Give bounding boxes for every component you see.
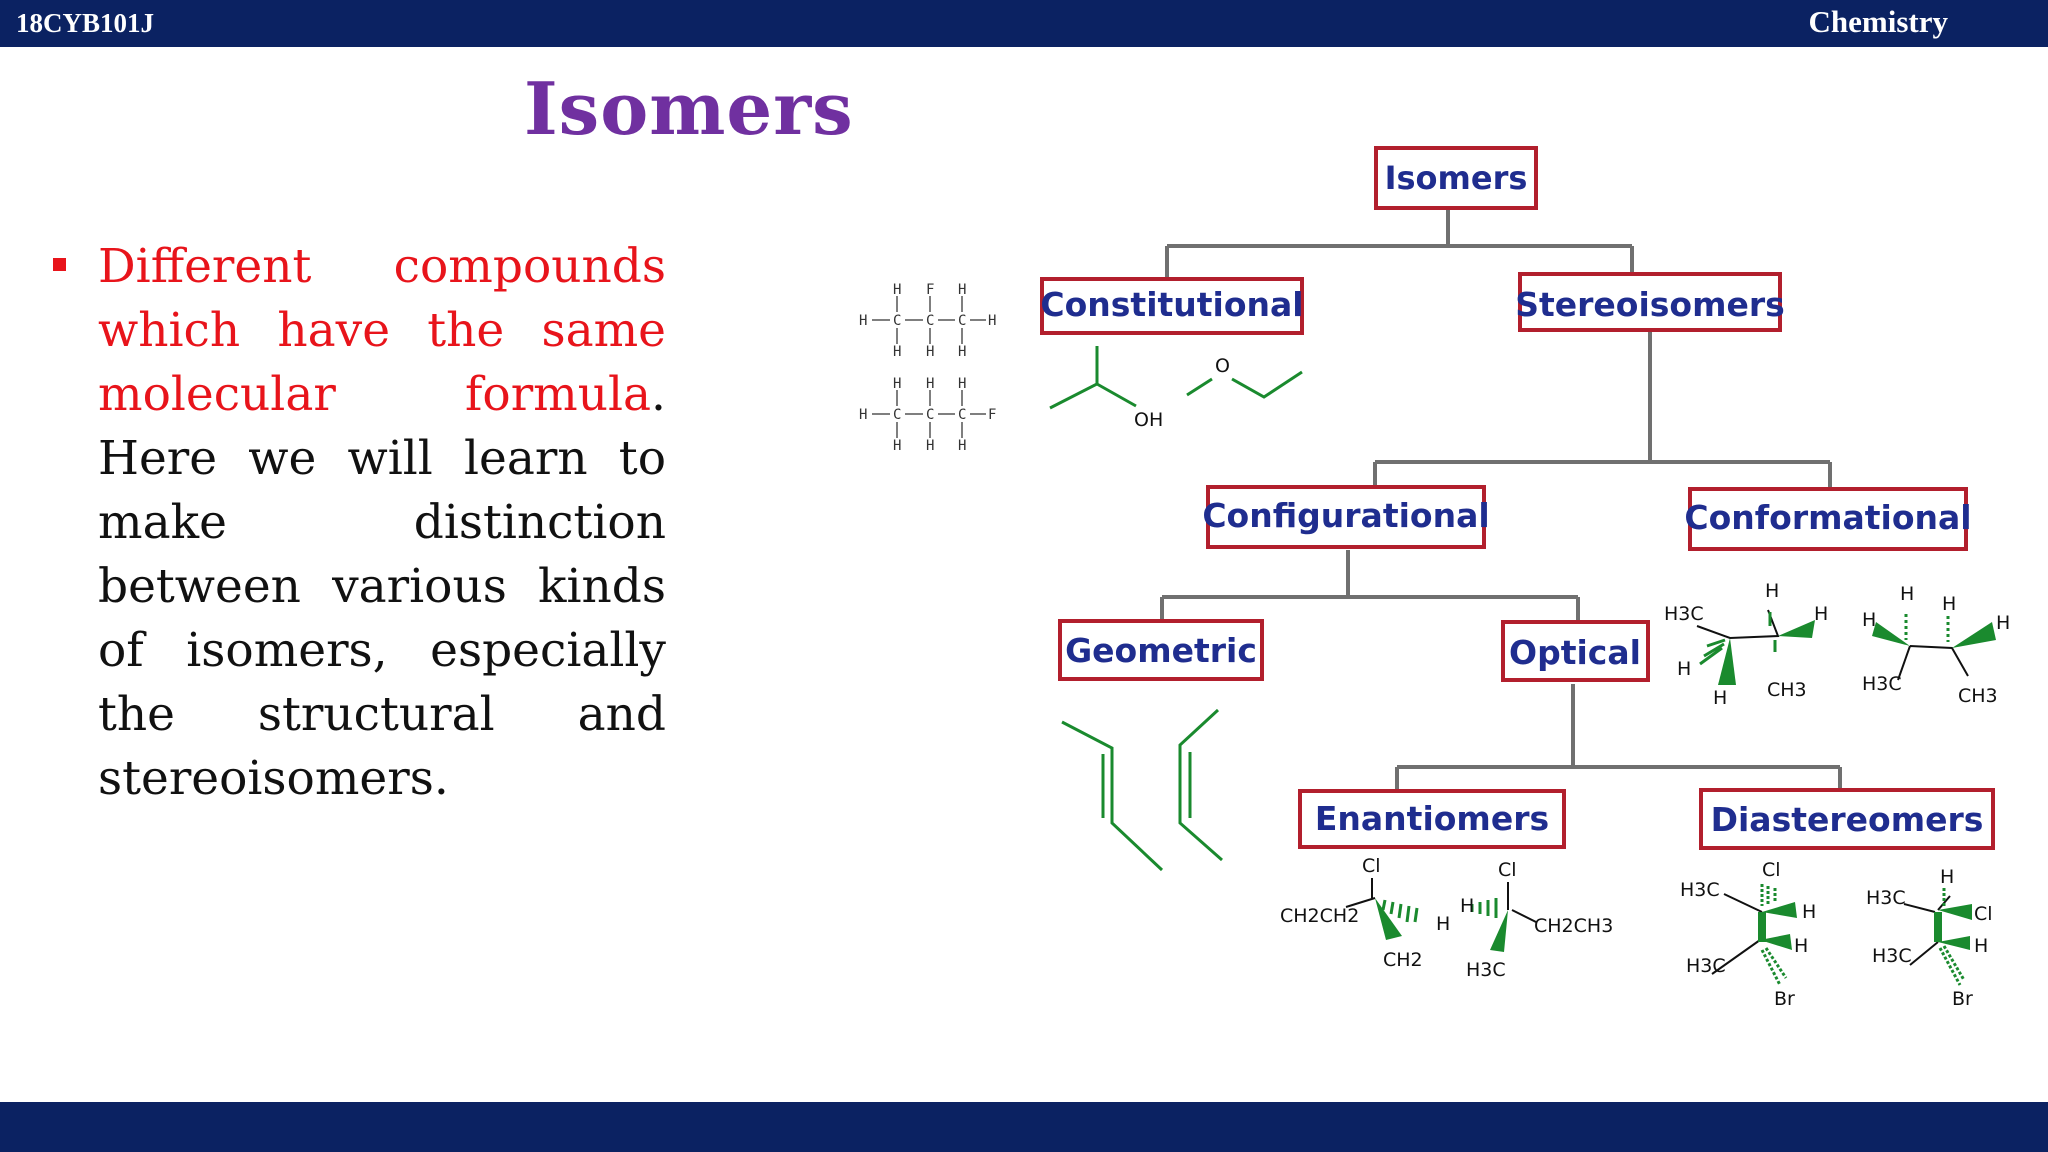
atom-label: H: [988, 313, 996, 329]
atom-label: H: [1940, 866, 1954, 888]
node-stereoisomers-label: Stereoisomers: [1515, 285, 1785, 324]
methyl-label: CH3: [1958, 685, 1998, 707]
atom-label: H: [1974, 935, 1988, 957]
atom-label: H: [926, 438, 934, 454]
chlorine-label: Cl: [1362, 855, 1381, 877]
methylene-label: CH2: [1383, 949, 1423, 971]
node-configurational: Configurational: [1202, 485, 1490, 549]
methyl-label: H3C: [1664, 603, 1704, 625]
atom-label: H: [958, 438, 966, 454]
atom-label: H: [859, 313, 867, 329]
atom-label: H: [1713, 687, 1727, 709]
atom-label: H: [958, 376, 966, 392]
atom-label: H: [859, 407, 867, 423]
node-geometric-label: Geometric: [1065, 631, 1257, 670]
atom-label: H: [1942, 593, 1956, 615]
methyl-label: H3C: [1862, 673, 1902, 695]
atom-label: H: [926, 344, 934, 360]
ethyl-label: CH2CH2: [1280, 905, 1359, 927]
methyl-label: H3C: [1866, 887, 1906, 909]
chlorine-label: Cl: [1974, 903, 1993, 925]
node-diastereomers-label: Diastereomers: [1711, 800, 1984, 839]
node-isomers: Isomers: [1374, 146, 1538, 210]
atom-label: H: [893, 438, 901, 454]
bromine-label: Br: [1952, 988, 1973, 1010]
constitutional-examples: OH O: [1049, 346, 1303, 431]
bromine-label: Br: [1774, 988, 1795, 1010]
atom-label: H: [1794, 935, 1808, 957]
node-configurational-label: Configurational: [1202, 496, 1489, 535]
atom-label: C: [926, 407, 934, 423]
geometric-isomer-drawings: [1061, 708, 1223, 872]
atom-label: F: [926, 282, 934, 298]
node-conformational: Conformational: [1684, 487, 1972, 551]
header-bar: 18CYB101J Chemistry: [0, 0, 2048, 47]
node-diastereomers: Diastereomers: [1699, 788, 1995, 850]
atom-label: H: [1900, 583, 1914, 605]
node-conformational-label: Conformational: [1684, 498, 1971, 537]
methyl-label: H3C: [1680, 879, 1720, 901]
atom-label: C: [958, 407, 966, 423]
tree-connectors: [1160, 210, 1842, 791]
course-code: 18CYB101J: [16, 8, 155, 38]
oxygen-label: O: [1215, 355, 1230, 377]
atom-label: F: [988, 407, 996, 423]
diastereomer-examples: Cl H3C H H H3C Br H H3C Cl H H3C Br: [1680, 859, 1993, 1010]
subject-title: Chemistry: [1808, 4, 1948, 39]
node-geometric: Geometric: [1058, 619, 1264, 681]
node-constitutional-label: Constitutional: [1040, 285, 1303, 324]
atom-label: H: [1677, 658, 1691, 680]
atom-label: H: [958, 344, 966, 360]
hydroxyl-label: OH: [1134, 409, 1163, 431]
atom-label: C: [958, 313, 966, 329]
methyl-label: H3C: [1872, 945, 1912, 967]
chlorine-label: Cl: [1762, 859, 1781, 881]
atom-label: C: [926, 313, 934, 329]
atom-label: H: [893, 344, 901, 360]
atom-label: H: [1460, 895, 1474, 917]
node-constitutional: Constitutional: [1040, 277, 1304, 335]
atom-label: H: [958, 282, 966, 298]
enantiomer-examples: Cl CH2CH2 H CH2 Cl H CH2CH3 H3C: [1280, 855, 1613, 981]
atom-label: H: [1862, 609, 1876, 631]
atom-label: C: [893, 313, 901, 329]
bullet-paragraph: Different compounds which have the same …: [98, 235, 666, 811]
node-optical-label: Optical: [1509, 633, 1641, 672]
node-enantiomers: Enantiomers: [1298, 789, 1566, 849]
ethyl-label: CH2CH3: [1534, 915, 1613, 937]
methyl-label: CH3: [1767, 679, 1807, 701]
conformational-examples: H3C H H H H CH3 H H H H H3C CH3: [1664, 580, 2010, 709]
atom-label: H: [1814, 603, 1828, 625]
node-optical: Optical: [1501, 620, 1650, 682]
atom-label: C: [893, 407, 901, 423]
atom-label: H: [1436, 913, 1450, 935]
node-stereoisomers: Stereoisomers: [1515, 272, 1785, 332]
atom-label: H: [893, 282, 901, 298]
methyl-label: H3C: [1466, 959, 1506, 981]
atom-label: H: [926, 376, 934, 392]
footer-bar: [0, 1102, 2048, 1152]
atom-label: H: [1802, 901, 1816, 923]
bullet-square-icon: [53, 258, 66, 271]
atom-label: H: [1765, 580, 1779, 602]
node-enantiomers-label: Enantiomers: [1315, 799, 1549, 838]
atom-label: H: [893, 376, 901, 392]
atom-label: H: [1996, 612, 2010, 634]
methyl-label: H3C: [1686, 955, 1726, 977]
node-isomers-label: Isomers: [1385, 159, 1528, 197]
definition-text: Different compounds which have the same …: [98, 239, 666, 422]
chlorine-label: Cl: [1498, 859, 1517, 881]
slide-title: Isomers: [524, 66, 854, 151]
description-text: . Here we will learn to make distinction…: [98, 367, 666, 806]
fluoropropane-structures: H F H H C C C H H H H H H H H C C C F H …: [856, 282, 1000, 454]
